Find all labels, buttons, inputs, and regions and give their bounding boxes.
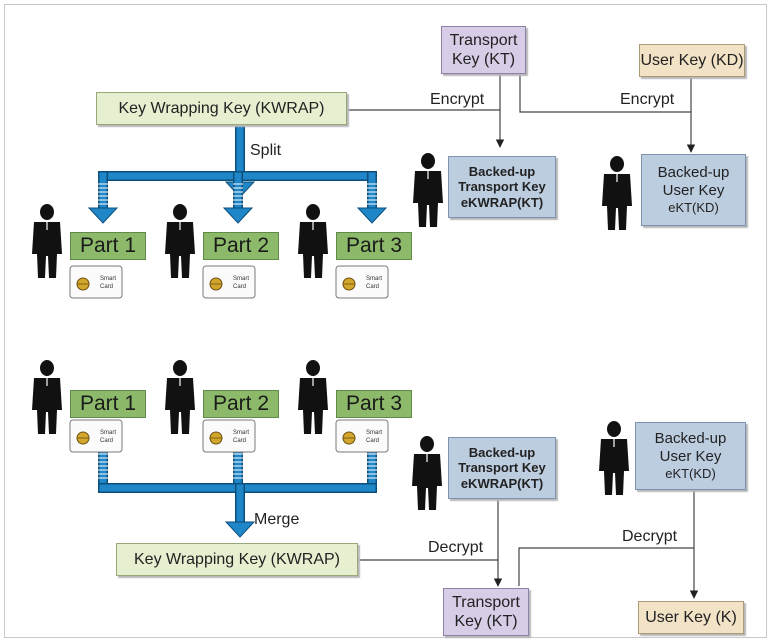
encrypt-label-left: Encrypt <box>430 91 485 108</box>
smart-card-text: Smart <box>366 430 382 436</box>
smart-card-text: Smart <box>233 276 249 282</box>
person-icon <box>602 156 632 230</box>
smart-card-text: Card <box>100 438 113 444</box>
backed-user-box-top: Backed-up User Key eKT(KD) <box>641 154 746 226</box>
kwrap-label-bottom: Key Wrapping Key (KWRAP) <box>134 550 340 568</box>
decrypt-line-user <box>518 547 694 586</box>
backed-transport-line2: Transport Key <box>458 179 546 195</box>
person-icon <box>165 204 195 278</box>
part-1-bottom-label: Part 1 <box>79 392 137 415</box>
split-label: Split <box>250 142 282 159</box>
backed-user-bottom-line3: eKT(KD) <box>665 466 716 482</box>
people-layer <box>32 153 632 510</box>
part-1-top-label: Part 1 <box>79 234 137 257</box>
backed-transport-box-top: Backed-up Transport Key eKWRAP(KT) <box>448 156 556 218</box>
smart-card-text: Smart <box>100 430 116 436</box>
backed-user-bottom-line1: Backed-up <box>654 430 727 448</box>
smart-card-text: Card <box>366 284 379 290</box>
split-drop-arrow-2 <box>222 207 254 224</box>
part-3-top: Part 3 <box>336 232 412 260</box>
backed-user-bottom-line2: User Key <box>659 448 722 466</box>
kwrap-box-bottom: Key Wrapping Key (KWRAP) <box>116 543 358 576</box>
user-key-bottom-label: User Key (K) <box>645 608 737 626</box>
backed-transport-line3: eKWRAP(KT) <box>460 194 544 210</box>
backed-user-line2: User Key <box>662 182 725 200</box>
part-2-top: Part 2 <box>203 232 279 260</box>
split-drop-arrow-3 <box>356 207 388 224</box>
person-icon <box>298 204 328 278</box>
smart-card-text: Card <box>100 284 113 290</box>
decrypt-label-left: Decrypt <box>428 539 484 556</box>
transport-key-box-bottom: Transport Key (KT) <box>443 588 529 636</box>
kwrap-label-top: Key Wrapping Key (KWRAP) <box>118 99 325 117</box>
part-1-bottom: Part 1 <box>70 390 146 418</box>
smart-card-text: Card <box>366 438 379 444</box>
person-icon <box>298 360 328 434</box>
pipe-layer <box>87 121 388 538</box>
encrypt-line-kwrap <box>347 109 505 148</box>
part-3-top-label: Part 3 <box>345 234 403 257</box>
transport-key-bottom-line2: Key (KT) <box>454 613 518 630</box>
decrypt-label-right: Decrypt <box>622 528 678 545</box>
person-icon <box>413 153 443 227</box>
part-3-bottom-label: Part 3 <box>345 392 403 415</box>
user-key-box-bottom: User Key (K) <box>638 601 744 634</box>
transport-key-box-top: Transport Key (KT) <box>441 26 526 74</box>
merge-label: Merge <box>254 511 300 528</box>
backed-transport-box-bottom: Backed-up Transport Key eKWRAP(KT) <box>448 437 556 499</box>
merge-arrow <box>224 521 256 538</box>
transport-key-line1: Transport <box>449 31 518 49</box>
smart-card-text: Smart <box>233 430 249 436</box>
backed-user-line1: Backed-up <box>657 164 730 182</box>
part-3-bottom: Part 3 <box>336 390 412 418</box>
backed-transport-bottom-line3: eKWRAP(KT) <box>460 475 544 491</box>
person-icon <box>165 360 195 434</box>
transport-key-bottom-line1: Transport <box>452 593 520 611</box>
backed-transport-line1: Backed-up <box>468 163 536 179</box>
backed-user-box-bottom: Backed-up User Key eKT(KD) <box>635 422 746 490</box>
part-2-bottom-label: Part 2 <box>212 392 270 415</box>
user-key-label: User Key (KD) <box>640 51 744 69</box>
encrypt-label-right: Encrypt <box>620 91 675 108</box>
part-1-top: Part 1 <box>70 232 146 260</box>
part-2-bottom: Part 2 <box>203 390 279 418</box>
smart-card-text: Smart <box>366 276 382 282</box>
transport-key-line2: Key (KT) <box>451 51 516 68</box>
smart-card-text: Card <box>233 438 246 444</box>
user-key-box-top: User Key (KD) <box>639 44 745 77</box>
diagram-frame <box>4 4 767 638</box>
smart-card-text: Smart <box>100 276 116 282</box>
smart-card-layer: SmartCardSmartCardSmartCardSmartCardSmar… <box>69 265 389 453</box>
person-icon <box>32 204 62 278</box>
encrypt-line-user <box>519 73 696 153</box>
smart-card-text: Card <box>233 284 246 290</box>
backed-transport-bottom-line1: Backed-up <box>468 444 536 460</box>
person-icon <box>412 436 442 510</box>
split-drop-arrow-1 <box>87 207 119 224</box>
backed-user-line3: eKT(KD) <box>668 200 719 216</box>
part-2-top-label: Part 2 <box>212 234 270 257</box>
backed-transport-bottom-line2: Transport Key <box>458 460 546 476</box>
person-icon <box>32 360 62 434</box>
person-icon <box>599 421 629 495</box>
kwrap-box-top: Key Wrapping Key (KWRAP) <box>96 92 347 125</box>
